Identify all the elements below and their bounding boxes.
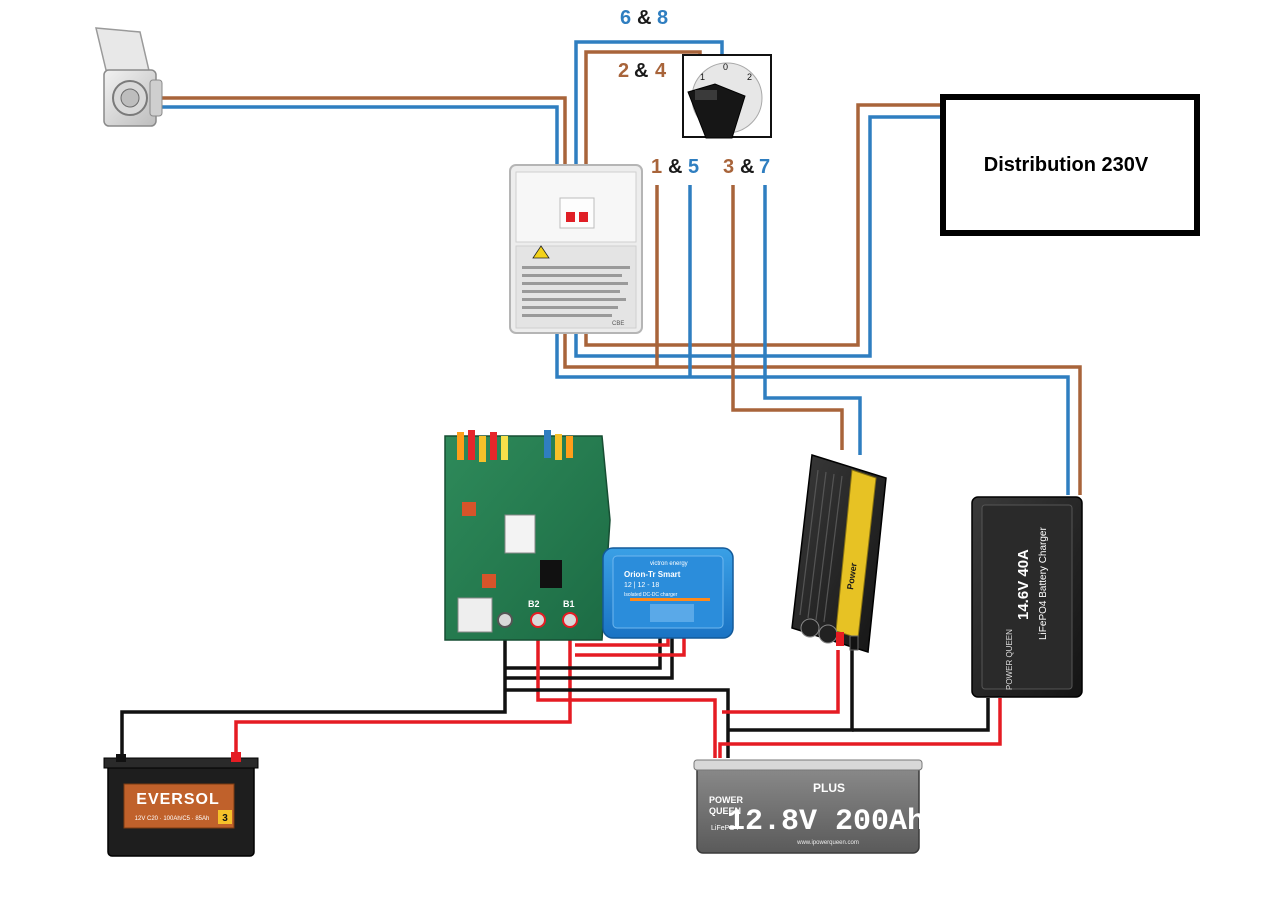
lithium-badge: PLUS (813, 781, 845, 795)
lithium-voltage-capacity: 12.8V 200Ah (727, 805, 925, 839)
lithium-website: www.ipowerqueen.com (796, 840, 859, 846)
orion-subtitle: Isolated DC-DC charger (624, 592, 678, 598)
distribution-box: Distribution 230V (940, 94, 1200, 236)
label-2-4: 2 & 4 (618, 60, 667, 82)
label-2: 2 (618, 60, 629, 82)
terminal-b1: B1 (563, 599, 575, 609)
charger-positive-wire (718, 698, 1002, 758)
label-1: 1 (651, 156, 662, 178)
orion-spec: 12 | 12 - 18 (624, 582, 659, 589)
dial-1: 1 (700, 72, 705, 82)
starter-number: 3 (222, 813, 228, 824)
label-4: 4 (655, 60, 667, 82)
starter-battery: EVERSOL 12V C20 · 100Ah/C5 · 85Ah 3 (103, 752, 259, 857)
orion-model: Orion-Tr Smart (624, 570, 681, 579)
dial-0: 0 (723, 62, 728, 72)
dc-dc-charger: victron energy Orion-Tr Smart 12 | 12 - … (602, 547, 734, 639)
orion-positive-out-2 (575, 632, 686, 657)
terminal-3-wire (731, 185, 844, 450)
panel-brand: CBE (612, 321, 624, 327)
charger-spec: 14.6V 40A (1015, 549, 1032, 620)
orion-brand: victron energy (650, 561, 688, 567)
lithium-battery: POWER QUEEN LiFePO4 PLUS 12.8V 200Ah www… (693, 759, 925, 854)
starter-positive-wire (234, 625, 572, 760)
label-1-5: 1 & 5 (651, 156, 699, 178)
terminal-7-wire (763, 185, 862, 455)
starter-spec: 12V C20 · 100Ah/C5 · 85Ah (135, 816, 210, 822)
fuse-to-orion-positive (536, 625, 717, 758)
label-ampersand: & (634, 60, 648, 82)
charger-negative-wire (852, 698, 990, 732)
rotary-switch: 0 1 2 (682, 54, 772, 139)
label-ampersand: & (668, 156, 682, 178)
label-ampersand: & (740, 156, 754, 178)
dc-wiring (120, 625, 1002, 760)
dial-2: 2 (747, 72, 752, 82)
charger-brand: POWER QUEEN (1005, 629, 1014, 690)
inlet-neutral-wire (160, 105, 559, 200)
starter-negative-wire (120, 625, 507, 760)
label-3: 3 (723, 156, 734, 178)
shore-power-inlet (95, 27, 163, 127)
label-3-7: 3 & 7 (723, 156, 770, 178)
inlet-phase-wire (160, 96, 567, 200)
inverter-negative-wire (728, 650, 854, 732)
inverter: Power (791, 454, 887, 653)
starter-brand: EVERSOL (136, 791, 219, 808)
battery-charger: 14.6V 40A LiFePO4 Battery Charger POWER … (971, 496, 1083, 698)
charger-subtitle: LiFePO4 Battery Charger (1038, 527, 1049, 640)
inverter-brand: Power (845, 562, 859, 591)
terminal-b2: B2 (528, 599, 540, 609)
label-5: 5 (688, 156, 699, 178)
label-8: 8 (657, 7, 668, 29)
inverter-positive-wire (722, 650, 840, 714)
fuse-to-battery-negative (505, 688, 730, 758)
switch-6-8-wire (574, 40, 724, 200)
fuse-to-orion-negative-2 (505, 632, 674, 680)
label-7: 7 (759, 156, 770, 178)
lithium-chemistry: LiFePO4 (711, 825, 739, 832)
distribution-label: Distribution 230V (984, 154, 1149, 176)
label-6-8: 6 & 8 (620, 7, 668, 29)
fuse-board: B1 B2 (444, 430, 611, 641)
lithium-brand-line1: POWER (709, 795, 744, 805)
label-6: 6 (620, 7, 631, 29)
label-ampersand: & (637, 7, 651, 29)
lithium-brand-line2: QUEEN (709, 806, 741, 816)
blade-fuses (457, 430, 573, 462)
electrical-panel: CBE (509, 164, 643, 334)
